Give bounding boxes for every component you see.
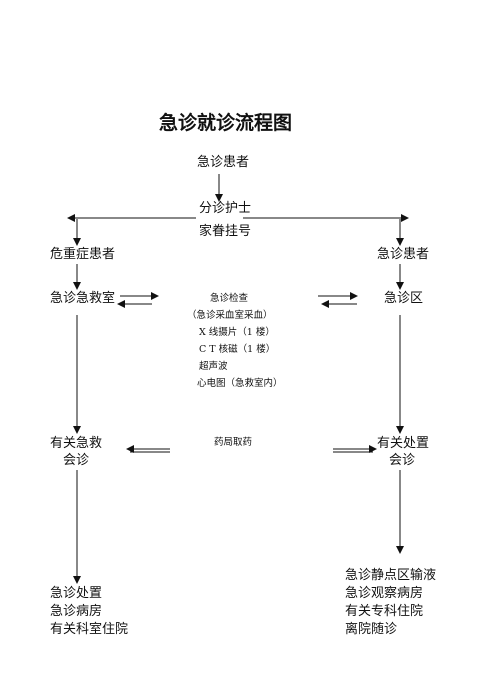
node-emergency-patient-right: 急诊患者	[377, 247, 430, 262]
node-disposal-consult-2: 会诊	[389, 453, 416, 468]
right-outcome-item: 急诊静点区输液	[345, 568, 437, 583]
exam-title: 急诊检查	[210, 293, 249, 304]
node-disposal-consult: 有关处置	[377, 436, 430, 451]
right-outcome-item: 离院随诊	[345, 622, 398, 637]
node-rescue-consult: 有关急救	[50, 436, 103, 451]
exam-item: X 线摄片（1 楼）	[199, 327, 275, 338]
left-outcome-item: 急诊病房	[50, 604, 103, 619]
node-critical-patient: 危重症患者	[50, 247, 116, 262]
diagram-title: 急诊就诊流程图	[159, 112, 293, 134]
node-rescue-consult-2: 会诊	[63, 453, 90, 468]
node-patient: 急诊患者	[197, 155, 250, 170]
right-outcome-item: 急诊观察病房	[345, 586, 424, 601]
node-emergency-area: 急诊区	[384, 291, 424, 306]
exam-item: 心电图（急救室内）	[197, 378, 283, 389]
left-outcome-item: 急诊处置	[50, 586, 103, 601]
left-outcome-item: 有关科室住院	[50, 622, 129, 637]
exam-item: 超声波	[199, 361, 228, 372]
exam-item: C T 核磁（1 楼）	[199, 344, 276, 355]
right-outcome-item: 有关专科住院	[345, 604, 424, 619]
node-pharmacy: 药局取药	[214, 437, 253, 448]
exam-item: （急诊采血室采血）	[187, 310, 273, 321]
node-rescue-room: 急诊急救室	[50, 291, 116, 306]
node-triage-nurse: 分诊护士	[199, 201, 252, 216]
node-registration: 家眷挂号	[199, 224, 252, 239]
